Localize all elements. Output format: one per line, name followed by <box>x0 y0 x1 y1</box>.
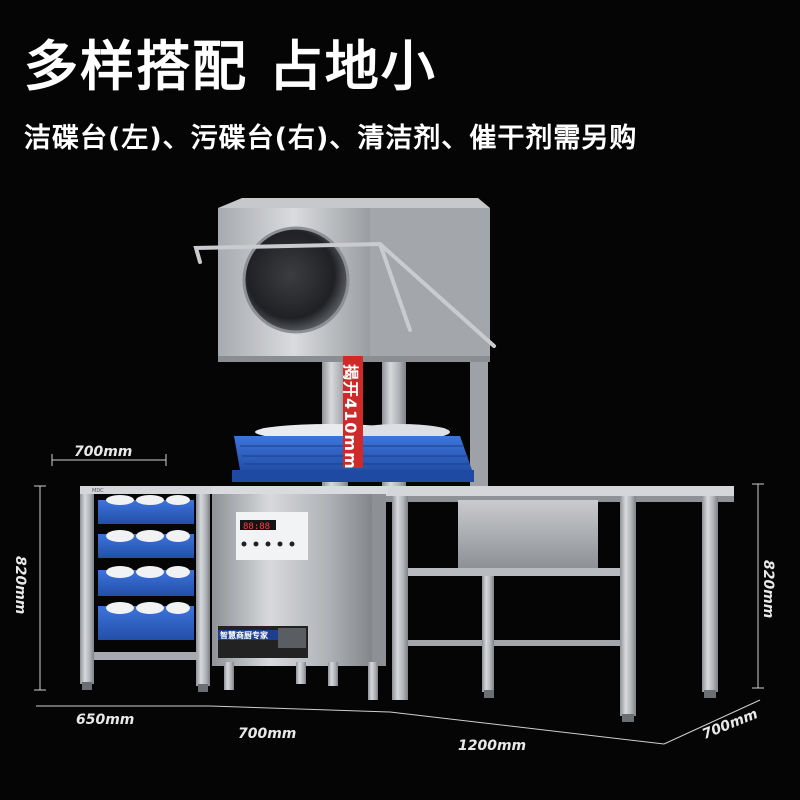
control-panel <box>236 512 308 560</box>
machine-body: 88:88 智慧商厨专家 <box>210 486 388 700</box>
headline: 多样搭配 占地小 <box>24 35 437 98</box>
subline: 洁碟台(左)、污碟台(右)、清洁剂、催干剂需另购 <box>24 123 638 154</box>
lift-height-label: 揭开410mm <box>341 364 360 470</box>
hood <box>218 198 490 362</box>
dim-bottom-left: 650mm <box>76 712 135 728</box>
window-icon <box>242 226 350 334</box>
svg-text:MDC: MDC <box>92 488 104 494</box>
right-table <box>380 486 734 722</box>
dim-bottom-middle: 700mm <box>238 726 297 742</box>
dim-right-height: 820mm <box>760 560 776 619</box>
rack-stack <box>98 495 194 640</box>
panel-buttons <box>241 541 295 547</box>
display-readout: 88:88 <box>243 522 270 532</box>
left-table: MDC <box>80 486 212 692</box>
dim-left-height: 820mm <box>12 556 28 615</box>
dim-bottom-right: 1200mm <box>458 738 527 754</box>
lift-height-badge <box>343 356 363 468</box>
sticker-title: 智慧商厨专家 <box>220 630 269 640</box>
hood-handle <box>193 241 496 348</box>
dimension-lines <box>34 454 764 745</box>
dim-top-width: 700mm <box>74 444 133 460</box>
